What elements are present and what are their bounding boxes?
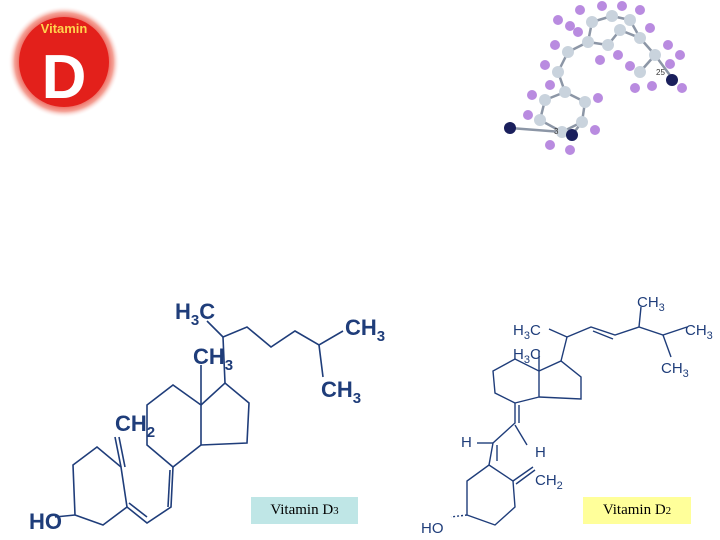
logo-disc [19, 17, 109, 107]
d2-label-ch3-right: CH3 [685, 322, 713, 342]
model-atom-label-25: 25 [656, 68, 665, 77]
vitamin-d2-structure: CH3 H3C CH3 H3C CH3 H H CH2 HO [421, 294, 713, 537]
d2-label-h3c-b: H3C [513, 346, 541, 366]
logo-vitamin-text: Vitamin [41, 21, 88, 36]
d2-label-ch2: CH2 [535, 472, 563, 492]
logo-letter: D [42, 43, 87, 112]
d2-label-ho: HO [421, 520, 444, 537]
d3-label-ch3-right: CH3 [345, 315, 385, 345]
d3-label-ch3-low: CH3 [321, 377, 361, 407]
d3-bonds [54, 320, 344, 526]
d2-label-h-right: H [535, 444, 546, 461]
ball-stick-molecule-model: 25 3 [504, 1, 687, 155]
d2-label-h-left: H [461, 434, 472, 451]
d3-label-ch2: CH2 [115, 411, 155, 441]
caption-d2-sub: 2 [665, 504, 672, 517]
d3-label-ho: HO [29, 509, 62, 534]
model-atom-label-3: 3 [554, 127, 559, 136]
d3-label-h3c: H3C [175, 299, 215, 329]
d2-label-ch3-low: CH3 [661, 360, 689, 380]
d2-label-h3c-a: H3C [513, 322, 541, 342]
caption-d3-sub: 3 [333, 504, 339, 517]
d2-bonds [450, 306, 688, 526]
vitamin-d3-structure: H3C CH3 CH3 CH3 CH2 HO [29, 299, 385, 534]
caption-d3-main: Vitamin D [270, 502, 334, 518]
d2-label-ch3-top: CH3 [637, 294, 665, 314]
model-atoms [504, 1, 687, 155]
caption-d2-main: Vitamin D [602, 502, 666, 518]
vitamin-d-logo: Vitamin D [8, 6, 120, 118]
d3-label-ch3-methyl: CH3 [193, 344, 233, 374]
model-bonds [509, 14, 674, 136]
